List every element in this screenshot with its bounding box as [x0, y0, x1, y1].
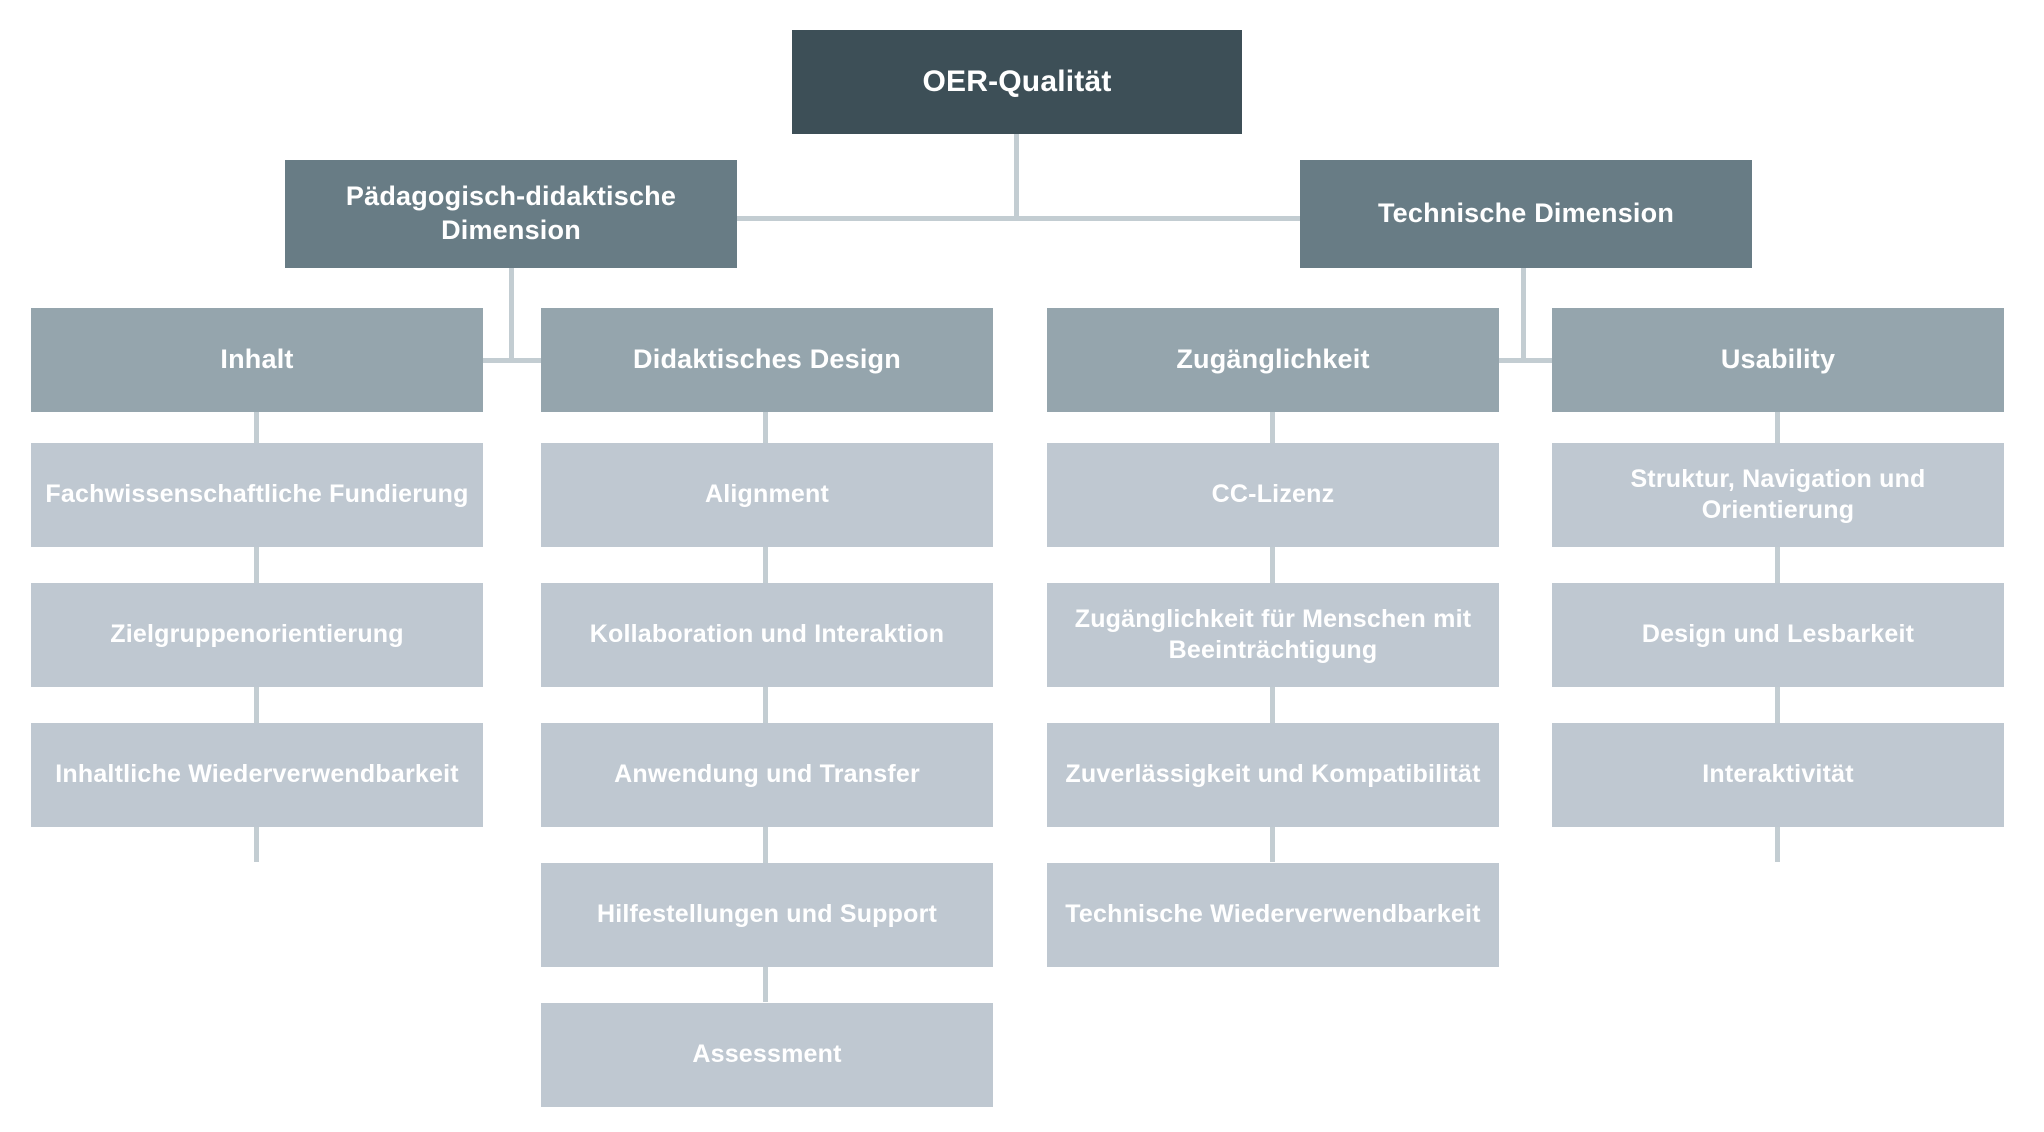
node-label: OER-Qualität	[922, 65, 1112, 99]
node-label: CC-Lizenz	[1211, 480, 1335, 509]
node-label: Alignment	[704, 480, 830, 509]
node-label: Usability	[1720, 344, 1836, 375]
connector-technical-category-spine	[1497, 358, 1554, 363]
connector-didaktisches-design-chain	[763, 412, 768, 1002]
connector-technical-stem	[1521, 268, 1526, 363]
node-label: Zuverlässigkeit und Kompatibilität	[1065, 760, 1481, 789]
node-label: Struktur, Navigation und Orientierung	[1630, 464, 1926, 524]
node-label: Zugänglichkeit	[1176, 344, 1370, 375]
node-category-usability[interactable]: Usability	[1552, 308, 2004, 412]
node-label: Hilfestellungen und Support	[596, 900, 938, 929]
node-leaf-struktur-navigation-und-orientierung[interactable]: Struktur, Navigation und Orientierung	[1552, 443, 2004, 547]
node-label: Assessment	[692, 1040, 842, 1069]
node-label: Technische Dimension	[1377, 198, 1675, 229]
node-leaf-hilfestellungen-und-support[interactable]: Hilfestellungen und Support	[541, 863, 993, 967]
node-leaf-zugaenglichkeit-fuer-menschen-mit-beeintraechtigung[interactable]: Zugänglichkeit für Menschen mit Beeinträ…	[1047, 583, 1499, 687]
connector-dimension-spine	[735, 216, 1302, 221]
node-category-zugaenglichkeit[interactable]: Zugänglichkeit	[1047, 308, 1499, 412]
node-leaf-cc-lizenz[interactable]: CC-Lizenz	[1047, 443, 1499, 547]
node-label: Pädagogisch-didaktische Dimension	[345, 181, 677, 245]
node-dimension-paedagogisch-didaktische[interactable]: Pädagogisch-didaktische Dimension	[285, 160, 737, 268]
node-dimension-technische[interactable]: Technische Dimension	[1300, 160, 1752, 268]
node-root-oer-qualitaet[interactable]: OER-Qualität	[792, 30, 1242, 134]
node-category-didaktisches-design[interactable]: Didaktisches Design	[541, 308, 993, 412]
connector-pedagogical-category-spine	[481, 358, 543, 363]
node-label: Fachwissenschaftliche Fundierung	[45, 480, 469, 509]
node-category-inhalt[interactable]: Inhalt	[31, 308, 483, 412]
node-label: Zugänglichkeit für Menschen mit Beeinträ…	[1074, 604, 1472, 664]
node-label: Didaktisches Design	[633, 344, 901, 375]
node-label: Design und Lesbarkeit	[1641, 620, 1915, 649]
node-label: Kollaboration und Interaktion	[589, 620, 945, 649]
node-leaf-alignment[interactable]: Alignment	[541, 443, 993, 547]
connector-root-stem	[1014, 134, 1019, 219]
node-label: Interaktivität	[1702, 760, 1854, 789]
node-label: Technische Wiederverwendbarkeit	[1065, 900, 1481, 929]
node-leaf-design-und-lesbarkeit[interactable]: Design und Lesbarkeit	[1552, 583, 2004, 687]
node-label: Inhalt	[220, 344, 294, 375]
node-leaf-inhaltliche-wiederverwendbarkeit[interactable]: Inhaltliche Wiederverwendbarkeit	[31, 723, 483, 827]
node-leaf-zuverlaessigkeit-und-kompatibilitaet[interactable]: Zuverlässigkeit und Kompatibilität	[1047, 723, 1499, 827]
connector-pedagogical-stem	[509, 268, 514, 363]
node-leaf-anwendung-und-transfer[interactable]: Anwendung und Transfer	[541, 723, 993, 827]
node-leaf-zielgruppenorientierung[interactable]: Zielgruppenorientierung	[31, 583, 483, 687]
node-leaf-interaktivitaet[interactable]: Interaktivität	[1552, 723, 2004, 827]
node-label: Inhaltliche Wiederverwendbarkeit	[55, 760, 459, 789]
node-leaf-kollaboration-und-interaktion[interactable]: Kollaboration und Interaktion	[541, 583, 993, 687]
node-leaf-technische-wiederverwendbarkeit[interactable]: Technische Wiederverwendbarkeit	[1047, 863, 1499, 967]
node-leaf-assessment[interactable]: Assessment	[541, 1003, 993, 1107]
node-label: Anwendung und Transfer	[614, 760, 920, 789]
node-label: Zielgruppenorientierung	[110, 620, 404, 649]
node-leaf-fachwissenschaftliche-fundierung[interactable]: Fachwissenschaftliche Fundierung	[31, 443, 483, 547]
